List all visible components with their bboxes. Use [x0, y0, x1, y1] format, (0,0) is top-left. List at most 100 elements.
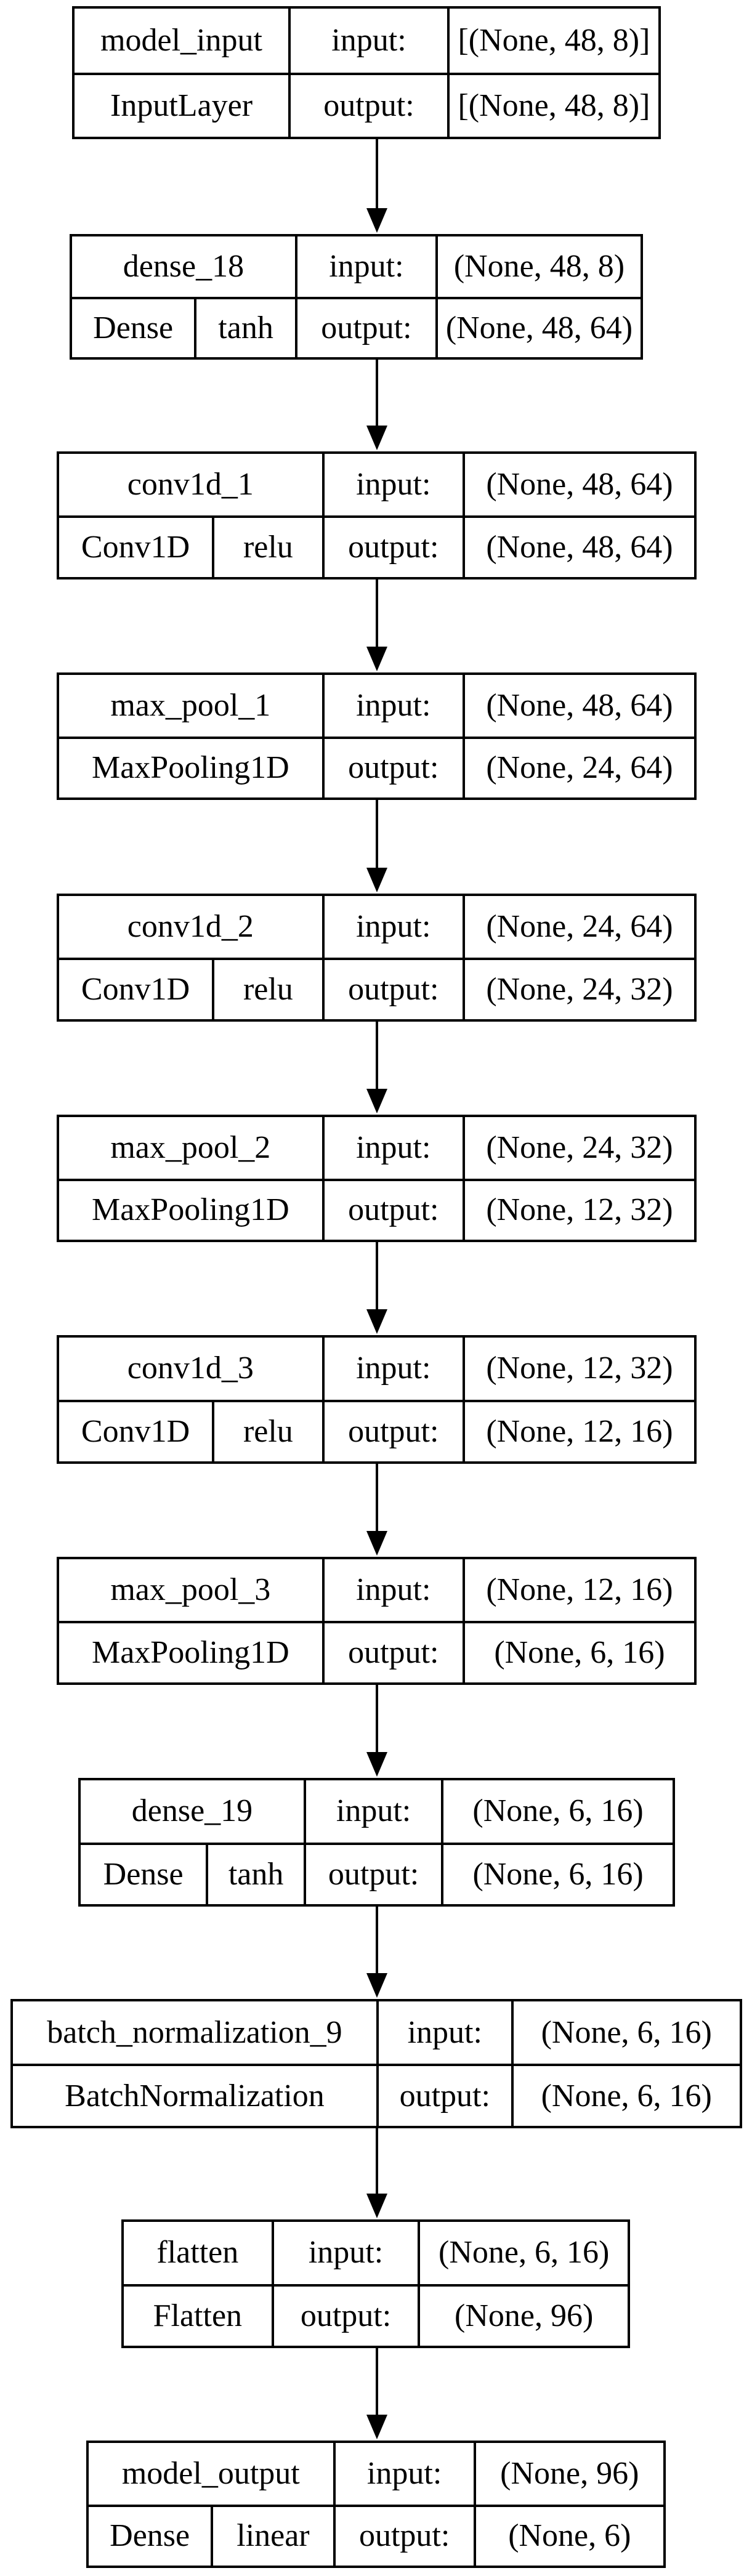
layer-type: Conv1D: [81, 1413, 190, 1449]
layer-input-row: model_output input:(None, 96): [89, 2443, 663, 2505]
layer-type: Conv1D: [81, 530, 190, 565]
layer-activation: relu: [212, 960, 322, 1019]
input-shape: (None, 48, 64): [462, 675, 694, 737]
input-label: input:: [288, 9, 447, 73]
layer-activation: linear: [211, 2506, 333, 2566]
arrowhead-icon: [366, 426, 387, 450]
layer-name: max_pool_2: [110, 1129, 271, 1165]
layer-input-row: model_input input:[(None, 48, 8)]: [75, 9, 658, 73]
output-label: output:: [303, 1844, 441, 1904]
layer-activation: relu: [212, 1402, 322, 1461]
arrowhead-icon: [366, 208, 387, 233]
output-shape: (None, 24, 64): [462, 738, 694, 797]
layer-input-row: flatten input:(None, 6, 16): [124, 2222, 628, 2284]
input-shape: (None, 96): [473, 2443, 663, 2505]
input-shape: (None, 48, 8): [435, 236, 641, 297]
layer-type: Dense: [103, 1856, 184, 1892]
input-label: input:: [321, 1117, 463, 1179]
output-shape: (None, 12, 16): [462, 1402, 694, 1461]
output-label: output:: [288, 75, 447, 137]
layer-activation: tanh: [194, 299, 295, 357]
input-shape: (None, 6, 16): [418, 2222, 628, 2284]
layer-output-row: InputLayer output:[(None, 48, 8)]: [75, 73, 658, 137]
input-label: input:: [321, 675, 463, 737]
output-label: output:: [321, 518, 463, 577]
layer-activation: tanh: [206, 1844, 304, 1904]
layer-name: model_output: [121, 2455, 300, 2491]
output-label: output:: [321, 960, 463, 1019]
layer-name: max_pool_1: [110, 687, 271, 723]
input-shape: [(None, 48, 8)]: [447, 9, 658, 73]
arrowhead-icon: [366, 1309, 387, 1334]
input-shape: (None, 6, 16): [441, 1780, 673, 1843]
input-label: input:: [321, 896, 463, 958]
output-shape: [(None, 48, 8)]: [447, 75, 658, 137]
output-label: output:: [333, 2506, 474, 2566]
input-shape: (None, 12, 32): [462, 1338, 694, 1400]
layer-type: MaxPooling1D: [91, 750, 289, 786]
layer-name: conv1d_2: [127, 909, 254, 944]
layer-name: conv1d_1: [127, 467, 254, 502]
layer-type: Flatten: [153, 2298, 243, 2333]
layer-type: InputLayer: [110, 88, 253, 123]
input-label: input:: [271, 2222, 418, 2284]
output-label: output:: [294, 299, 435, 357]
arrowhead-icon: [366, 1973, 387, 1998]
output-label: output:: [321, 1181, 463, 1240]
output-shape: (None, 6, 16): [511, 2066, 740, 2126]
layer-name: dense_18: [123, 249, 245, 284]
layer-input-row: conv1d_1 input:(None, 48, 64): [59, 454, 694, 515]
input-label: input:: [303, 1780, 441, 1843]
output-label: output:: [321, 738, 463, 797]
input-shape: (None, 6, 16): [511, 2001, 740, 2064]
arrowhead-icon: [366, 1531, 387, 1556]
layer-name: model_input: [100, 23, 262, 58]
input-label: input:: [376, 2001, 511, 2064]
arrowhead-icon: [366, 647, 387, 671]
input-label: input:: [333, 2443, 474, 2505]
output-label: output:: [321, 1402, 463, 1461]
output-label: output:: [321, 1623, 463, 1682]
output-shape: (None, 48, 64): [435, 299, 641, 357]
input-shape: (None, 12, 16): [462, 1559, 694, 1621]
input-label: input:: [321, 454, 463, 515]
layer-input-row: max_pool_1 input:(None, 48, 64): [59, 675, 694, 737]
layer-type: Dense: [93, 310, 174, 345]
input-shape: (None, 48, 64): [462, 454, 694, 515]
layer-type: Dense: [110, 2518, 190, 2554]
layer-name: batch_normalization_9: [47, 2014, 342, 2050]
layer-node: batch_normalization_9 input:(None, 6, 16)…: [10, 1999, 742, 2128]
layer-type: BatchNormalization: [65, 2078, 325, 2114]
output-label: output:: [271, 2286, 418, 2346]
layer-output-row: MaxPooling1D output:(None, 24, 64): [59, 736, 694, 797]
layer-input-row: batch_normalization_9 input:(None, 6, 16): [13, 2001, 740, 2064]
layer-name: flatten: [156, 2235, 239, 2271]
arrowhead-icon: [366, 2194, 387, 2218]
arrowhead-icon: [366, 1752, 387, 1777]
layer-name: conv1d_3: [127, 1351, 254, 1386]
arrowhead-icon: [366, 868, 387, 892]
output-shape: (None, 6, 16): [462, 1623, 694, 1682]
input-label: input:: [321, 1559, 463, 1621]
output-shape: (None, 48, 64): [462, 518, 694, 577]
